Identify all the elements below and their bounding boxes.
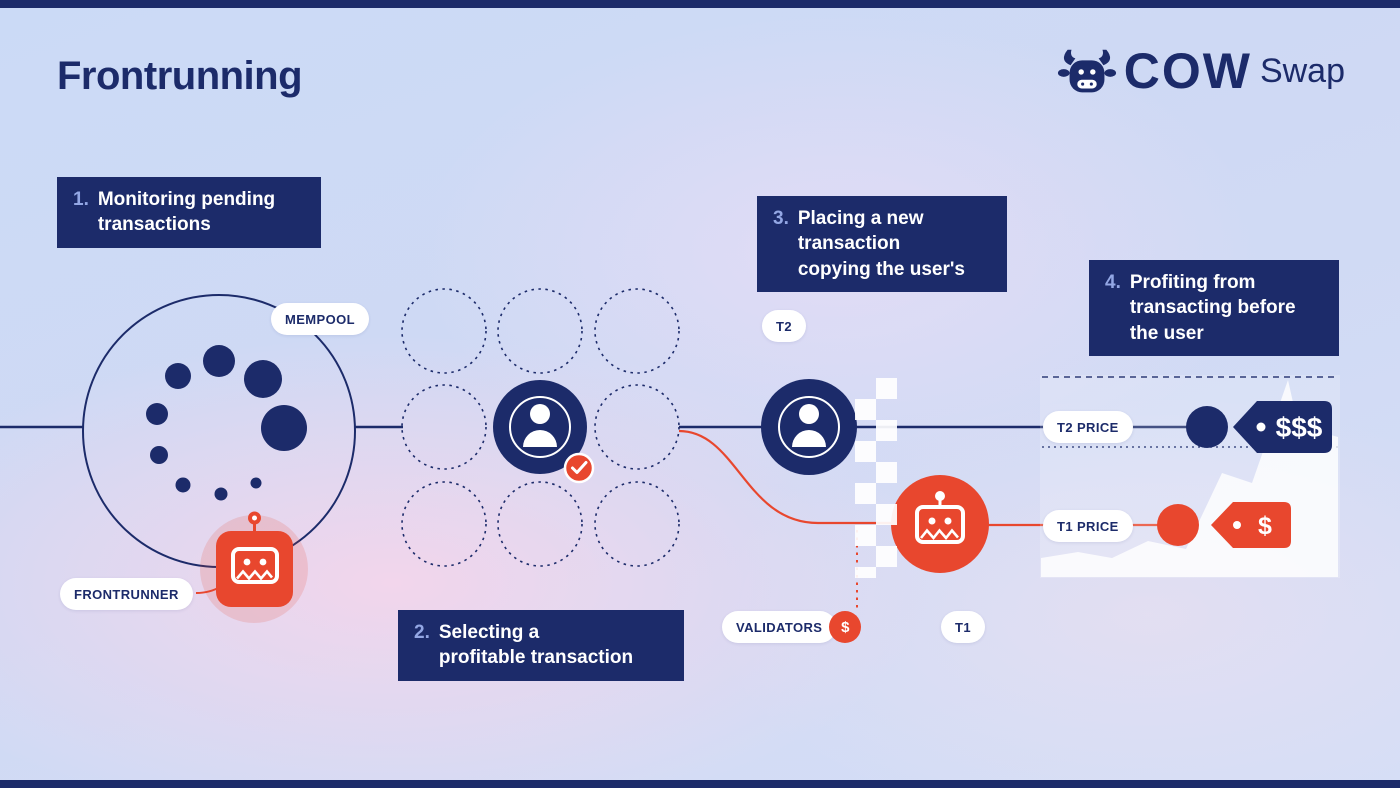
- top-border-bar: [0, 0, 1400, 8]
- validators-label-group: VALIDATORS $: [722, 611, 862, 643]
- t2-price-label: T2 PRICE: [1043, 411, 1133, 443]
- t2-transaction-node: [761, 379, 857, 475]
- step-number: 1.: [73, 189, 89, 210]
- step-text: Selecting a profitable transaction: [438, 622, 634, 669]
- bottom-border-bar: [0, 780, 1400, 788]
- t2-tag-text: $$$: [1276, 412, 1323, 443]
- step-number: 2.: [414, 622, 430, 643]
- frontrunner-bot-icon: [200, 511, 308, 623]
- mempool-label: MEMPOOL: [271, 303, 369, 335]
- validator-bot-icon: [891, 475, 989, 573]
- t1-tag-text: $: [1258, 512, 1272, 540]
- step-text: Profiting from transacting before the us…: [1129, 272, 1296, 344]
- t1-price-label: T1 PRICE: [1043, 510, 1133, 542]
- step-number: 4.: [1105, 272, 1121, 293]
- step-number: 3.: [773, 208, 789, 229]
- frontrunner-label: FRONTRUNNER: [60, 578, 193, 610]
- logo-suffix-text: Swap: [1259, 52, 1345, 90]
- step-text: Placing a new transaction copying the us…: [797, 208, 965, 280]
- mempool-spinner-dots: [146, 345, 307, 501]
- cowswap-logo: COW Swap: [1056, 46, 1345, 96]
- step-box-3: 3. Placing a new transaction copying the…: [757, 196, 1007, 293]
- validators-fee-icon: $: [829, 611, 862, 643]
- validators-label: VALIDATORS: [722, 611, 837, 643]
- cow-icon: [1057, 49, 1116, 93]
- t2-price-tag: [1233, 401, 1332, 453]
- step-box-4: 4. Profiting from transacting before the…: [1089, 260, 1339, 357]
- block-checker-pattern: [855, 378, 897, 578]
- t2-label: T2: [762, 310, 806, 342]
- page-title: Frontrunning: [57, 54, 303, 98]
- selected-transaction-node: [493, 380, 587, 474]
- t1-price-marker: $: [1157, 502, 1291, 548]
- t1-price-tag: [1211, 502, 1291, 548]
- t1-label: T1: [941, 611, 985, 643]
- t2-price-marker: $$$: [1186, 401, 1332, 453]
- checkmark-badge: [563, 452, 595, 484]
- step-text: Monitoring pending transactions: [97, 189, 276, 236]
- logo-brand-text: COW: [1123, 43, 1252, 99]
- step-box-2: 2. Selecting a profitable transaction: [398, 610, 684, 681]
- step-box-1: 1. Monitoring pending transactions: [57, 177, 321, 248]
- frontrun-branch-line: [678, 429, 892, 525]
- pending-transactions-grid: [401, 288, 680, 567]
- mempool-circle: [82, 294, 356, 568]
